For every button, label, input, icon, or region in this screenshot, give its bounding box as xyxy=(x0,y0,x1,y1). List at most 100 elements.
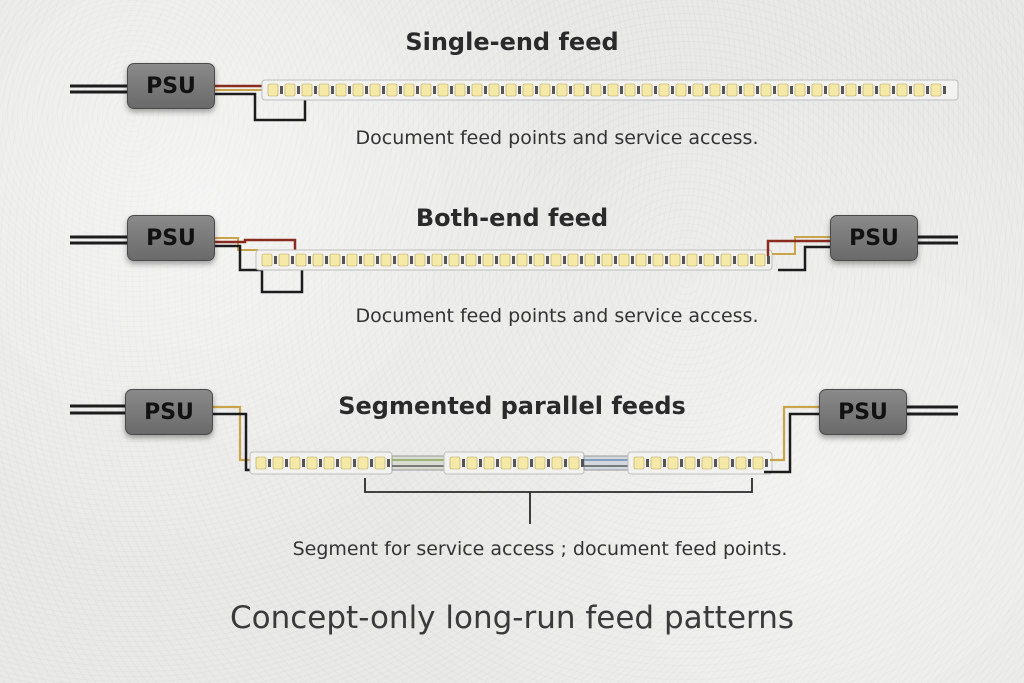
led-chip xyxy=(357,456,369,470)
resistor xyxy=(501,86,504,94)
led-chip xyxy=(340,456,352,470)
resistor xyxy=(529,256,532,264)
led-chip xyxy=(255,456,267,470)
led-chip xyxy=(607,83,619,97)
led-chip xyxy=(420,83,432,97)
led-chips xyxy=(267,83,946,97)
led-chip xyxy=(735,456,747,470)
resistor xyxy=(586,86,589,94)
resistor xyxy=(841,86,844,94)
resistor xyxy=(654,86,657,94)
led-chip xyxy=(718,456,730,470)
psu-both-end-right: PSU xyxy=(830,215,918,261)
led-chip xyxy=(879,83,891,97)
wire-data xyxy=(211,405,258,462)
resistor xyxy=(467,86,470,94)
resistor xyxy=(858,86,861,94)
resistor xyxy=(756,86,759,94)
led-chip xyxy=(374,456,386,470)
led-chip xyxy=(363,253,375,267)
wire-data xyxy=(770,405,820,462)
resistor xyxy=(682,256,685,264)
resistor xyxy=(773,86,776,94)
led-chip xyxy=(352,83,364,97)
wire-data xyxy=(213,237,258,251)
led-chip xyxy=(567,253,579,267)
jumper-right xyxy=(583,455,629,471)
led-chip xyxy=(499,253,511,267)
resistor xyxy=(319,459,322,467)
psu-single-end: PSU xyxy=(127,63,215,109)
wire-data xyxy=(772,236,830,255)
resistor xyxy=(705,86,708,94)
led-chip xyxy=(752,456,764,470)
resistor xyxy=(875,86,878,94)
resistor xyxy=(926,86,929,94)
wire-positive xyxy=(766,239,830,256)
led-chip xyxy=(913,83,925,97)
resistor xyxy=(416,86,419,94)
led-chip xyxy=(760,83,772,97)
led-chip xyxy=(777,83,789,97)
led-chip xyxy=(709,83,721,97)
led-chip xyxy=(403,83,415,97)
resistor xyxy=(716,256,719,264)
led-chip xyxy=(896,83,908,97)
section-title-both-end: Both-end feed xyxy=(415,204,609,232)
led-chip xyxy=(930,83,942,97)
led-chip xyxy=(811,83,823,97)
led-chip xyxy=(306,456,318,470)
led-chip xyxy=(641,83,653,97)
resistor xyxy=(765,459,768,467)
led-chip xyxy=(482,253,494,267)
led-chips xyxy=(255,456,768,470)
led-chip xyxy=(754,253,766,267)
resistor xyxy=(750,256,753,264)
led-chip xyxy=(533,253,545,267)
resistor xyxy=(478,256,481,264)
led-chip xyxy=(500,456,512,470)
led-chip xyxy=(431,253,443,267)
resistor xyxy=(733,256,736,264)
resistor xyxy=(547,459,550,467)
led-chip xyxy=(684,456,696,470)
led-chip xyxy=(380,253,392,267)
led-chip xyxy=(454,83,466,97)
led-chip xyxy=(397,253,409,267)
wire-negative xyxy=(778,245,830,272)
led-chip xyxy=(318,83,330,97)
resistor xyxy=(663,459,666,467)
resistor xyxy=(614,256,617,264)
resistor xyxy=(479,459,482,467)
led-chip xyxy=(701,456,713,470)
resistor xyxy=(370,459,373,467)
footer-caption: Concept-only long-run feed patterns xyxy=(229,600,795,636)
resistor xyxy=(484,86,487,94)
resistor xyxy=(807,86,810,94)
caption-single-end: Document feed points and service access. xyxy=(355,127,759,149)
led-chip xyxy=(289,456,301,470)
led-chip xyxy=(692,83,704,97)
resistor xyxy=(680,459,683,467)
led-chip xyxy=(550,253,562,267)
resistor xyxy=(444,256,447,264)
led-chip xyxy=(584,253,596,267)
resistor xyxy=(461,256,464,264)
resistor xyxy=(495,256,498,264)
led-chip xyxy=(703,253,715,267)
resistor xyxy=(302,459,305,467)
resistor xyxy=(285,459,288,467)
led-chip xyxy=(652,253,664,267)
resistor xyxy=(569,86,572,94)
led-chips xyxy=(261,253,770,267)
resistor xyxy=(387,459,390,467)
led-chip xyxy=(669,253,681,267)
resistor xyxy=(518,86,521,94)
led-chip xyxy=(414,253,426,267)
resistor xyxy=(297,86,300,94)
led-chip xyxy=(743,83,755,97)
resistor xyxy=(790,86,793,94)
resistor xyxy=(353,459,356,467)
led-chip xyxy=(635,253,647,267)
